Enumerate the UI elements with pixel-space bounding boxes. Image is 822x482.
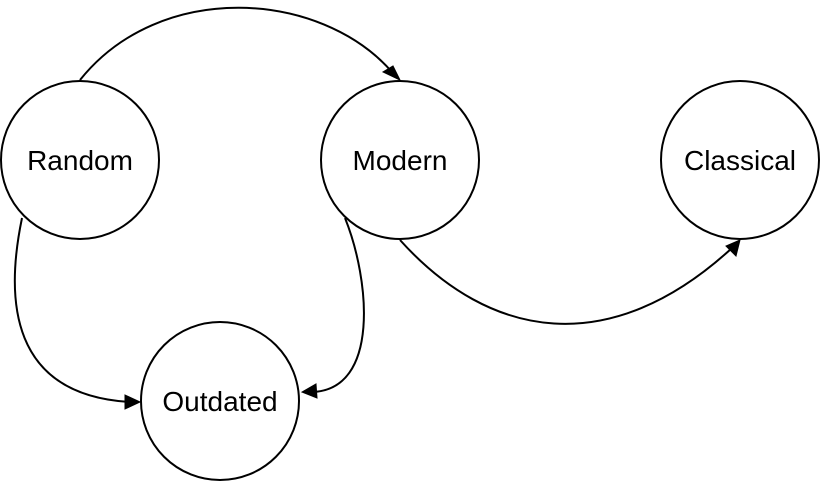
arrowhead-modern-top [381, 65, 402, 82]
edge-random-to-outdated [13, 217, 131, 403]
edge-random-to-modern [79, 6, 393, 81]
node-outdated-circle [140, 321, 300, 481]
node-random-circle [0, 80, 160, 240]
edge-modern-to-outdated [311, 217, 365, 393]
arrowhead-outdated-right [300, 383, 318, 399]
node-classical-label: Classical [684, 145, 796, 176]
node-random: Random [0, 80, 160, 240]
node-modern: Modern [320, 80, 480, 240]
node-random-label: Random [27, 145, 133, 176]
node-outdated-label: Outdated [162, 386, 277, 417]
arrowhead-classical-bottom [725, 239, 741, 257]
node-modern-label: Modern [353, 145, 448, 176]
node-classical-circle [660, 80, 820, 240]
edge-modern-to-classical [399, 239, 733, 325]
node-modern-circle [320, 80, 480, 240]
node-classical: Classical [660, 80, 820, 240]
arrowhead-outdated-left [124, 394, 142, 410]
node-outdated: Outdated [140, 321, 300, 481]
